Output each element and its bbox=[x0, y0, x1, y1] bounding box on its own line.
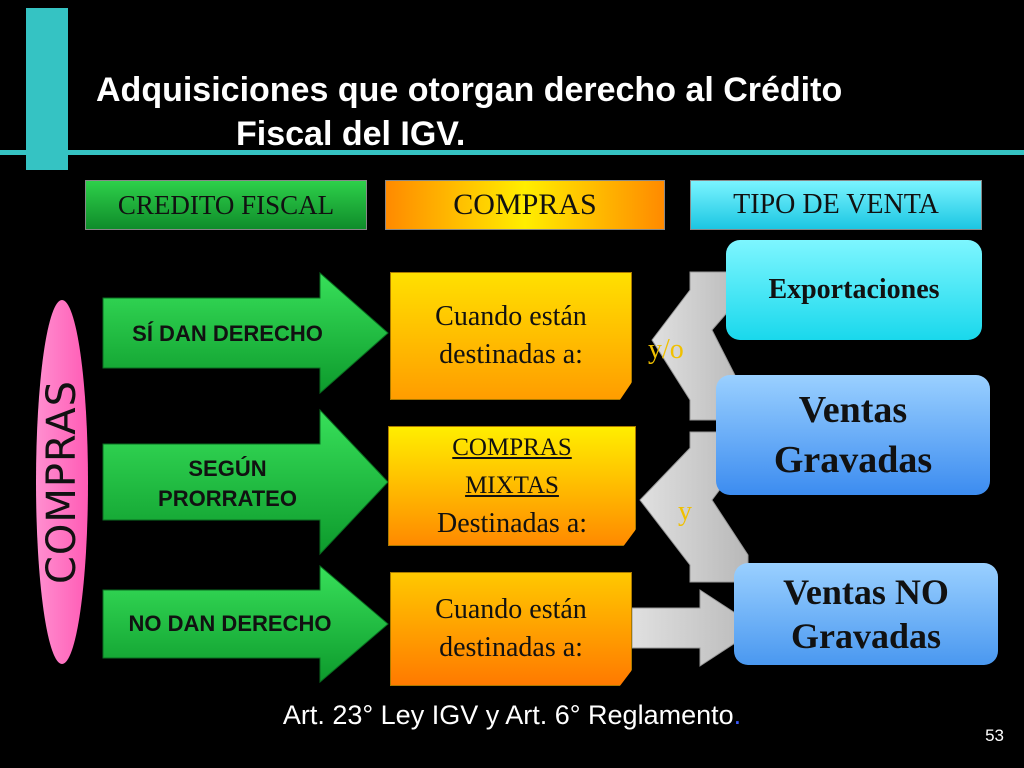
footer-text: Art. 23° Ley IGV y Art. 6° Reglamento bbox=[282, 700, 734, 730]
label-segun-prorrateo: SEGÚN PRORRATEO bbox=[100, 452, 355, 516]
connector-no-dan bbox=[631, 589, 759, 667]
box2-line3: Destinadas a: bbox=[436, 508, 588, 539]
conjunction-y-text: y bbox=[678, 496, 692, 527]
box3-line2: destinadas a: bbox=[439, 632, 583, 663]
header-compras: COMPRAS bbox=[385, 180, 665, 230]
box1-line2: destinadas a: bbox=[439, 339, 583, 370]
header-compras-label: COMPRAS bbox=[453, 188, 597, 221]
box1-line1: Cuando están bbox=[435, 301, 587, 332]
conjunction-y-o: y/o bbox=[648, 334, 684, 366]
box-ventas-gravadas: Ventas Gravadas bbox=[716, 375, 990, 495]
label-si-dan-derecho: SÍ DAN DERECHO bbox=[100, 318, 355, 350]
label-no-dan-derecho: NO DAN DERECHO bbox=[96, 608, 364, 640]
conjunction-y-o-text: y/o bbox=[648, 334, 684, 365]
no-gravadas-line1: Ventas NO bbox=[783, 572, 949, 612]
box-ventas-no-gravadas: Ventas NO Gravadas bbox=[734, 563, 998, 665]
box-compras-mixtas: COMPRAS MIXTAS Destinadas a: bbox=[388, 426, 636, 546]
compras-oval bbox=[36, 300, 88, 664]
gravadas-line2: Gravadas bbox=[773, 439, 933, 481]
title-rule bbox=[0, 150, 1024, 155]
page-number: 53 bbox=[964, 726, 1004, 746]
label-no-dan-derecho-text: NO DAN DERECHO bbox=[128, 611, 332, 636]
arrow-segun-prorrateo bbox=[102, 408, 389, 556]
accent-bar bbox=[26, 8, 68, 170]
no-gravadas-line2: Gravadas bbox=[790, 616, 941, 656]
box2-line1: COMPRAS bbox=[452, 434, 572, 461]
footer-reference: Art. 23° Ley IGV y Art. 6° Reglamento. bbox=[0, 700, 1024, 731]
footer-dot: . bbox=[733, 700, 742, 730]
box-exportaciones: Exportaciones bbox=[726, 240, 982, 340]
header-tipo-venta: TIPO DE VENTA bbox=[690, 180, 982, 230]
label-segun-text: SEGÚN bbox=[188, 456, 267, 481]
arrow-si-dan-derecho bbox=[102, 271, 389, 395]
header-credito-fiscal: CREDITO FISCAL bbox=[85, 180, 367, 230]
header-tipo-venta-label: TIPO DE VENTA bbox=[733, 189, 939, 220]
box2-line2: MIXTAS bbox=[465, 472, 559, 499]
box-cuando-estan-3: Cuando están destinadas a: bbox=[390, 572, 632, 686]
page-number-text: 53 bbox=[985, 726, 1004, 745]
title-line-1: Adquisiciones que otorgan derecho al Cré… bbox=[96, 71, 843, 109]
conjunction-y: y bbox=[678, 496, 692, 528]
box-cuando-estan-1: Cuando están destinadas a: bbox=[390, 272, 632, 400]
header-credito-fiscal-label: CREDITO FISCAL bbox=[117, 189, 335, 220]
arrow-no-dan-derecho bbox=[102, 564, 389, 684]
title-line-2: Fiscal del IGV. bbox=[236, 115, 466, 153]
label-prorrateo-text: PRORRATEO bbox=[158, 486, 297, 511]
gravadas-line1: Ventas bbox=[798, 389, 908, 431]
page-title: Adquisiciones que otorgan derecho al Cré… bbox=[96, 68, 996, 156]
label-si-dan-derecho-text: SÍ DAN DERECHO bbox=[132, 321, 323, 346]
box3-line1: Cuando están bbox=[435, 594, 587, 625]
exportaciones-text: Exportaciones bbox=[768, 274, 940, 305]
